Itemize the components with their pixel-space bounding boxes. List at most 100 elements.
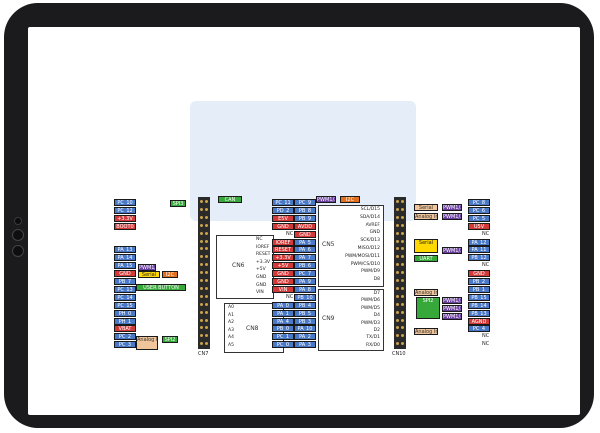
cn6-label: GND [256,282,267,288]
header-pin-dot [200,326,203,330]
cn5-label: SCL/D15 [360,207,380,212]
analog-in-tag-right: Analog In [414,213,438,220]
pwm-tag-6: PWM1/3 [442,297,462,304]
header-pin-dot [401,263,404,267]
cn9-label: D2 [373,328,380,333]
cn8-label: A3 [228,327,234,333]
header-pin-dot [401,286,404,290]
header-pin-dot [396,294,399,298]
header-pin-dot [200,263,203,267]
header-pin-dot [396,223,399,227]
header-pin-dot [205,326,208,330]
header-pin-dot [200,215,203,219]
cn6-label: NC [256,237,263,242]
analog-in-tag-right-2: Analog In [414,289,438,296]
cn9-box [318,289,384,351]
header-pin-dot [205,294,208,298]
pwm-tag-4: PWM1/3 [442,213,462,220]
cn10-inner-pin: PB_10 [294,293,316,301]
camera-icon [14,217,22,225]
cn9-label: PWM/D3 [361,320,380,326]
header-pin-dot [401,207,404,211]
cn7-outer-pin: PC_2 [114,333,136,341]
header-pin-dot [200,294,203,298]
cn7-outer-pin: PB_7 [114,278,136,285]
header-pin-dot [205,215,208,219]
user-button-tag: USER BUTTON [136,284,186,291]
cn7-outer-pin: PA_15 [114,262,136,270]
header-pin-dot [401,302,404,306]
cn6-label: +3.3V [256,259,271,265]
cn7-inner-pin: PA_1 [272,309,294,317]
cn7-outer-pin: PA_14 [114,254,136,262]
header-pin-dot [401,342,404,346]
header-pin-dot [396,271,399,275]
header-pin-dot [401,334,404,338]
header-pin-dot [205,286,208,290]
cn10-outer-pin: PC_8 [468,199,490,206]
header-pin-dot [401,200,404,203]
header-pin-dot [396,215,399,219]
header-pin-dot [205,200,208,203]
header-pin-dot [401,318,404,322]
header-pin-dot [200,286,203,290]
header-pin-dot [401,271,404,275]
cn7-label: CN7 [198,351,209,357]
serial-tag-right-2: Serial [414,239,438,253]
cn10-inner-pin: PA_5 [294,238,316,246]
cn10-inner-pin: PB_8 [294,206,316,214]
cn5-label: SCK/D13 [360,238,380,244]
spi2-right-tag: SPI2 [416,297,440,319]
cn9-label: PWM/D5 [361,305,380,311]
cn7-inner-pin: PC_11 [272,199,294,206]
cn5-label: SDA/D14 [359,214,380,220]
cn7-outer-pin: PC_15 [114,301,136,309]
header-pin-dot [396,255,399,259]
cn6-label: RESET [256,252,271,258]
header-pin-dot [396,310,399,314]
cn10-outer-pin: PA_11 [468,246,490,254]
cn7-inner-pin: PD_2 [272,206,294,214]
cn5-label: D8 [373,277,380,283]
header-pin-dot [396,239,399,243]
header-pin-dot [200,231,203,235]
header-pin-dot [200,255,203,259]
cn7-inner-pin: GND [272,222,294,230]
header-pin-dot [401,294,404,298]
header-pin-dot [205,334,208,338]
cn7-inner-pin: PA_4 [272,317,294,325]
pwm-tag-7: PWM1/3 [442,305,462,312]
cn10-inner-pin: PC_9 [294,199,316,206]
header-pin-dot [205,231,208,235]
can-tag: CAN [218,196,242,203]
cn10-inner-pin: PA_7 [294,254,316,262]
header-pin-dot [200,279,203,282]
side-button-icon[interactable] [12,245,24,257]
i2c-tag-left: I2C [162,271,178,278]
cn9-label: CN9 [322,315,335,322]
cn6-label: +5V [256,267,266,273]
cn7-inner-pin: NC [286,293,294,300]
cn10-outer-pin: PC_4 [468,325,490,333]
cn6-label: VIN [256,290,264,296]
header-pin-dot [396,207,399,211]
header-pin-dot [200,302,203,306]
cn8-label: CN8 [246,325,259,332]
i2c-tag-top: I2C [340,196,360,203]
analog-in-tag-right-3: Analog In [414,328,438,335]
side-button-icon[interactable] [12,229,24,241]
cn5-label: PWM/MOSI/D11 [345,253,380,259]
cn7-outer-pin: PC_10 [114,199,136,206]
serial-tag-right-1: Serial [414,204,438,211]
header-pin-dot [396,342,399,346]
cn10-outer-pin: PC_5 [468,214,490,222]
cn10-outer-pin: NC [482,333,490,340]
header-pin-dot [396,334,399,338]
pwm-tag-5: PWM1/3 [442,247,462,254]
cn10-inner-pin: AVDD [294,222,316,230]
header-pin-dot [205,239,208,243]
cn6-label: GND [256,275,267,280]
